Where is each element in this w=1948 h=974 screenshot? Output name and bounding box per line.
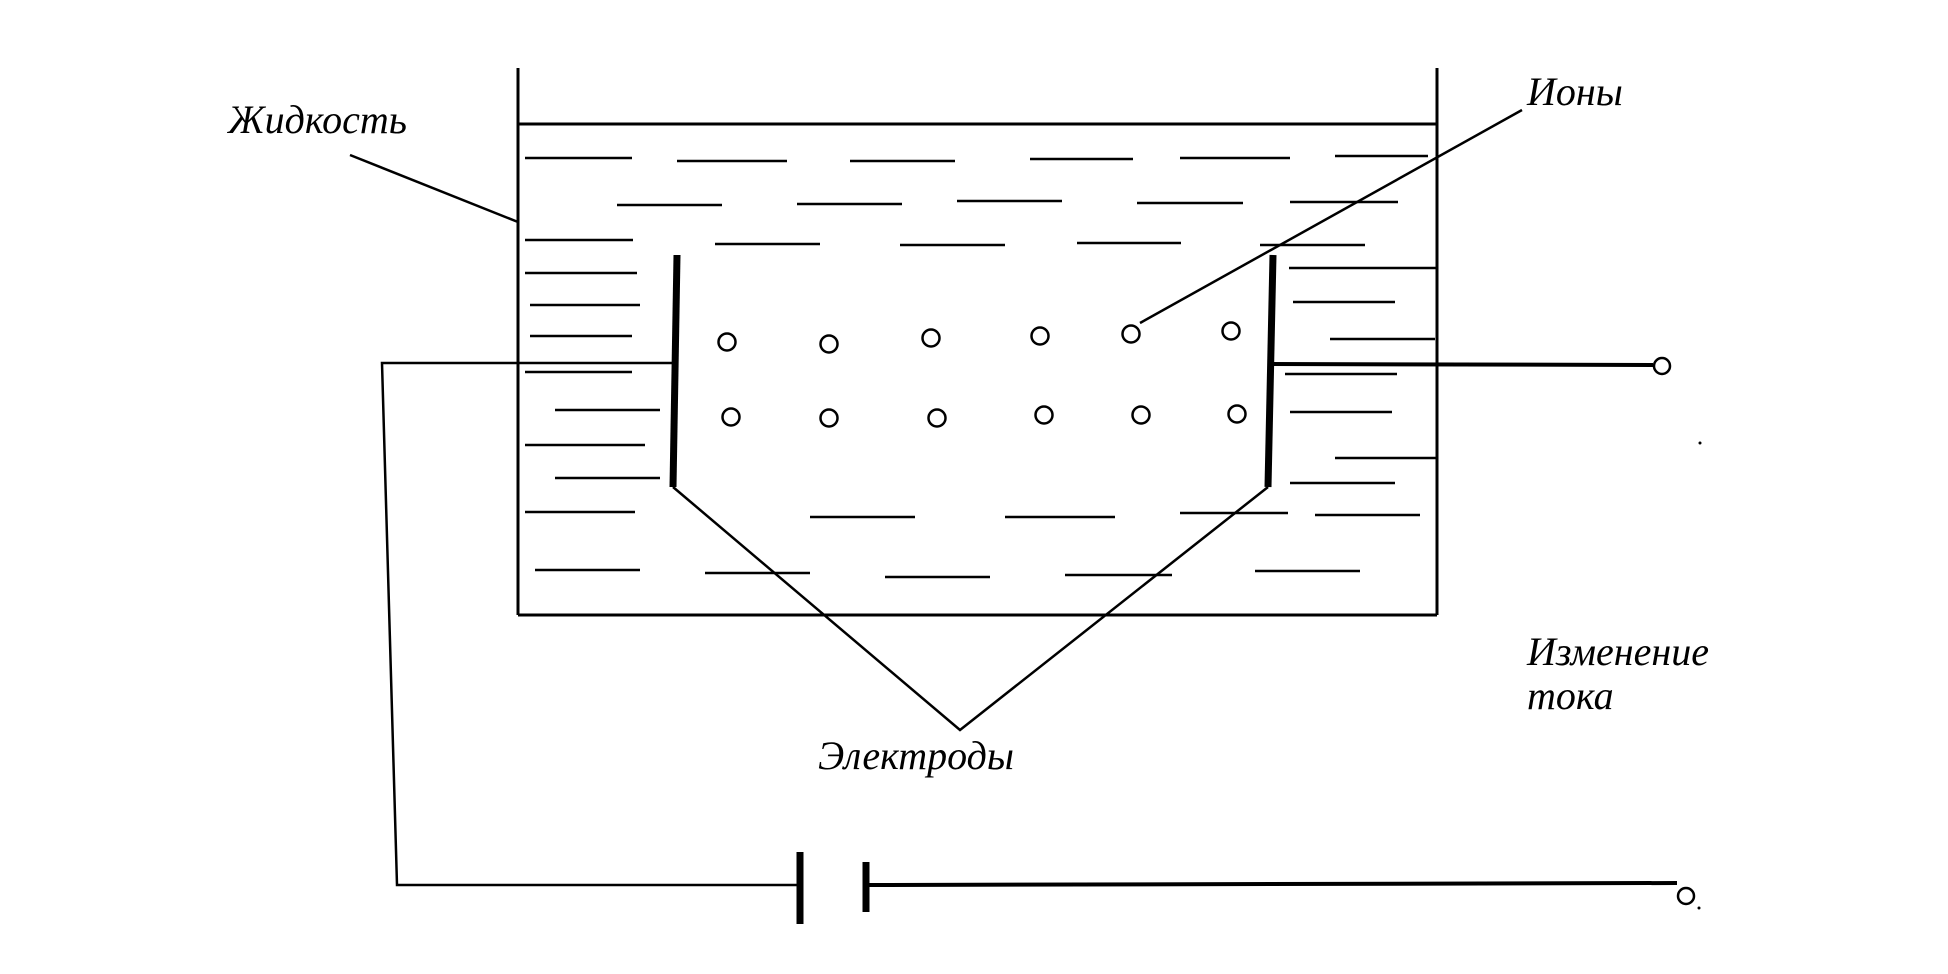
vessel: [516, 68, 1439, 617]
ion: [819, 334, 839, 354]
ions-leader: [1139, 108, 1523, 325]
bottom-terminal: [1676, 886, 1696, 906]
ion: [1034, 405, 1054, 425]
left-electrode: [669, 254, 681, 488]
right-terminal: [1652, 356, 1672, 376]
leader-lines: [349, 108, 1523, 732]
ion: [717, 332, 737, 352]
circuit: [380, 356, 1696, 924]
right-electrode: [1264, 254, 1277, 488]
current-change-label-line1: Изменение: [1527, 629, 1709, 674]
ion: [819, 408, 839, 428]
wire-bottom: [865, 881, 1678, 887]
ion: [1227, 404, 1247, 424]
scan-dot: [1697, 906, 1701, 910]
electrodes-label: Электроды: [818, 733, 1014, 778]
ion: [921, 328, 941, 348]
current-change-label: Изменение тока: [1527, 630, 1709, 718]
scan-dot: [1698, 441, 1702, 445]
liquid-hatching: [525, 154, 1437, 579]
ion: [721, 407, 741, 427]
ion: [1030, 326, 1050, 346]
wire-left: [380, 361, 800, 887]
wire-right: [1270, 362, 1654, 367]
ions-group: [717, 321, 1247, 428]
ion: [1121, 324, 1141, 344]
liquid-label: Жидкость: [228, 97, 407, 142]
ion: [1221, 321, 1241, 341]
liquid-leader: [349, 153, 519, 224]
ion: [1131, 405, 1151, 425]
ions-label: Ионы: [1527, 69, 1623, 114]
ion: [927, 408, 947, 428]
electrodes-leader: [672, 486, 1269, 732]
current-change-label-line2: тока: [1527, 673, 1614, 718]
